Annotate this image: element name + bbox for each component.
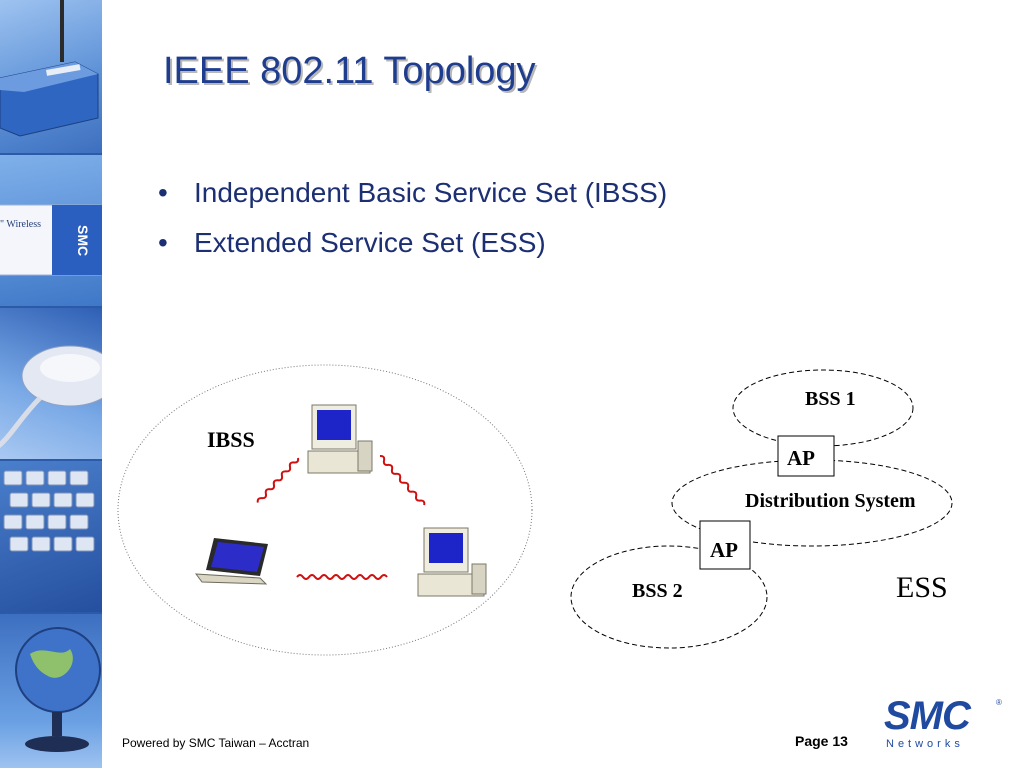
bullet-text: Extended Service Set (ESS) [194,227,546,258]
ibss-label: IBSS [207,427,255,452]
ess-label: ESS [896,571,948,604]
svg-text:" Wireless: " Wireless [0,219,41,230]
keyboard-photo [0,461,102,612]
desktop-computer-icon [307,404,373,474]
left-photo-strip: " Wireless SMC [0,0,102,768]
bss2-boundary [570,545,768,649]
bullet-list: • Independent Basic Service Set (IBSS) • E… [158,168,667,268]
logo-main-text: SMC [884,694,971,738]
distribution-system-boundary [671,459,953,547]
smc-logo: SMC ® Networks [884,694,1004,756]
bullet-item: • Extended Service Set (ESS) [158,218,667,268]
laptop-icon [194,538,268,585]
svg-text:SMC: SMC [75,225,91,256]
wireless-link [256,454,426,580]
ap2-label: AP [710,538,738,562]
bss1-label: BSS 1 [805,388,856,410]
mouse-photo [0,308,102,459]
bullet-dot: • [158,227,168,258]
distribution-system-label: Distribution System [745,490,916,512]
bullet-dot: • [158,177,168,208]
bullet-text: Independent Basic Service Set (IBSS) [194,177,668,208]
bss2-label: BSS 2 [632,580,683,602]
slide-title: IEEE 802.11 Topology [163,50,536,92]
wireless-card-photo: " Wireless SMC [0,155,102,306]
ap1-label: AP [787,446,815,470]
desktop-computer-icon [417,527,487,597]
access-point-box [777,435,835,477]
logo-sub-text: Networks [886,738,964,750]
footer-credit: Powered by SMC Taiwan – Acctran [122,736,310,750]
ibss-boundary [117,364,533,656]
router-photo [0,0,102,153]
bullet-item: • Independent Basic Service Set (IBSS) [158,168,667,218]
page-number: Page 13 [795,733,848,749]
access-point-box [699,520,751,570]
logo-registered-mark: ® [996,698,1002,707]
globe-photo [0,614,102,768]
